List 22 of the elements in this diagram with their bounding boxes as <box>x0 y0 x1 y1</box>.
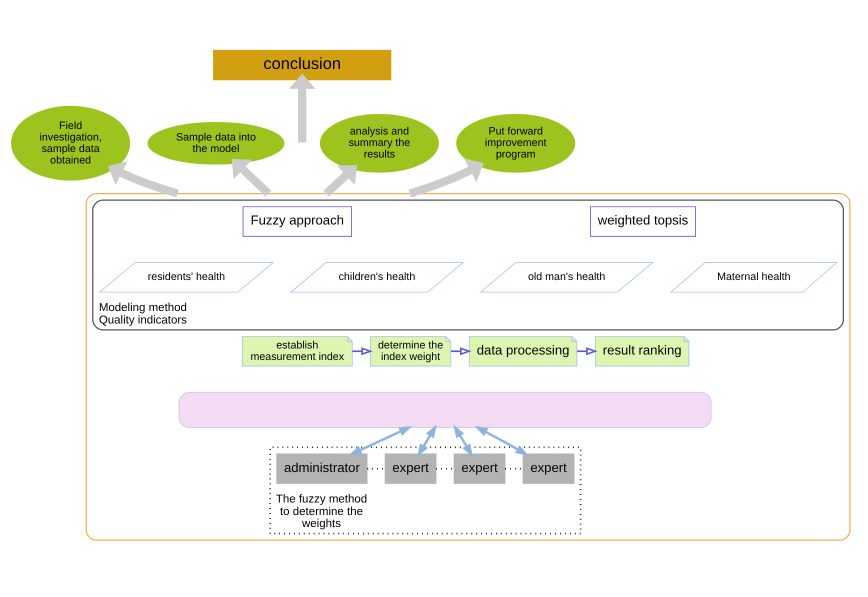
node-box: expert <box>522 454 574 484</box>
arrow <box>453 424 473 457</box>
arrow <box>108 161 179 198</box>
node-ellipse: Put forward improvement program <box>456 114 576 173</box>
arrow <box>417 424 437 457</box>
arrow <box>288 74 316 142</box>
node-ellipse: analysis and summary the results <box>320 114 439 173</box>
node-ellipse: Sample data into the model <box>147 122 284 165</box>
cluster <box>86 192 851 541</box>
arrow <box>451 347 472 356</box>
node-box: expert <box>454 454 506 484</box>
node-box: weighted topsis <box>590 206 696 237</box>
arrow <box>474 426 528 456</box>
arrow <box>577 347 598 356</box>
node-box: expert <box>384 454 436 484</box>
node-bar <box>178 392 712 428</box>
node-box: Fuzzy approach <box>242 206 352 237</box>
node-ellipse: Field investigation, sample data obtained <box>11 106 130 181</box>
node-box: conclusion <box>213 50 392 80</box>
arrow <box>348 426 412 456</box>
arrow <box>352 347 373 356</box>
node-box: administrator <box>276 454 368 484</box>
